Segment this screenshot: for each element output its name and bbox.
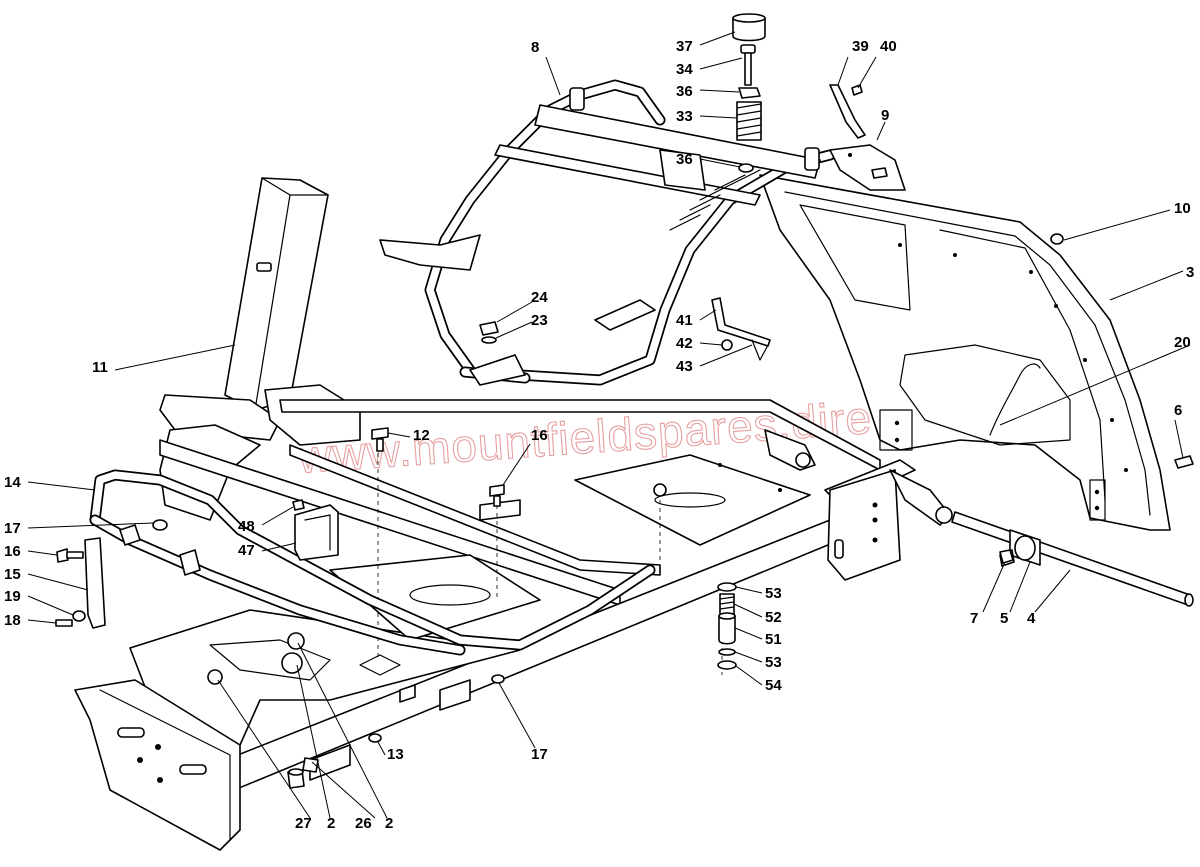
callout-16: 16 [531,427,548,444]
callout-27: 27 [295,815,312,832]
rear-axle-rod [951,511,1194,607]
callout-12: 12 [413,427,430,444]
callout-15: 15 [4,566,21,583]
callout-39: 39 [852,38,869,55]
callout-36: 36 [676,151,693,168]
callout-leader-lines [27,31,1191,819]
callout-47: 47 [238,542,255,559]
callout-51: 51 [765,631,782,648]
callout-48: 48 [238,518,255,535]
callout-9: 9 [881,107,889,124]
callout-37: 37 [676,38,693,55]
callout-2: 2 [327,815,335,832]
hardware-parts [55,13,1194,789]
callout-13: 13 [387,746,404,763]
callout-42: 42 [676,335,693,352]
callout-7: 7 [970,610,978,627]
steering-column-upright [159,177,361,521]
callout-14: 14 [4,474,21,491]
callout-36: 36 [676,83,693,100]
callout-6: 6 [1174,402,1182,419]
rear-side-panel [759,174,1171,531]
callout-16: 16 [4,543,21,560]
callout-17: 17 [4,520,21,537]
callout-5: 5 [1000,610,1008,627]
callout-34: 34 [676,61,693,78]
callout-24: 24 [531,289,548,306]
callout-11: 11 [92,359,108,376]
callout-19: 19 [4,588,21,605]
callout-labels: 8 37 34 36 33 36 39 40 9 10 3 20 6 24 23… [4,38,1194,832]
callout-2: 2 [385,815,393,832]
callout-52: 52 [765,609,782,626]
callout-33: 33 [676,108,693,125]
callout-3: 3 [1186,264,1194,281]
callout-23: 23 [531,312,548,329]
callout-18: 18 [4,612,21,629]
front-bumper-tube [89,469,656,656]
callout-20: 20 [1174,334,1191,351]
callout-43: 43 [676,358,693,375]
callout-41: 41 [676,312,693,329]
callout-53: 53 [765,654,782,671]
rear-roll-bar-frame [379,79,906,386]
callout-17: 17 [531,746,548,763]
callout-54: 54 [765,677,782,694]
callout-53: 53 [765,585,782,602]
callout-8: 8 [531,39,539,56]
callout-40: 40 [880,38,897,55]
callout-26: 26 [355,815,372,832]
callout-10: 10 [1174,200,1191,217]
callout-4: 4 [1027,610,1036,627]
